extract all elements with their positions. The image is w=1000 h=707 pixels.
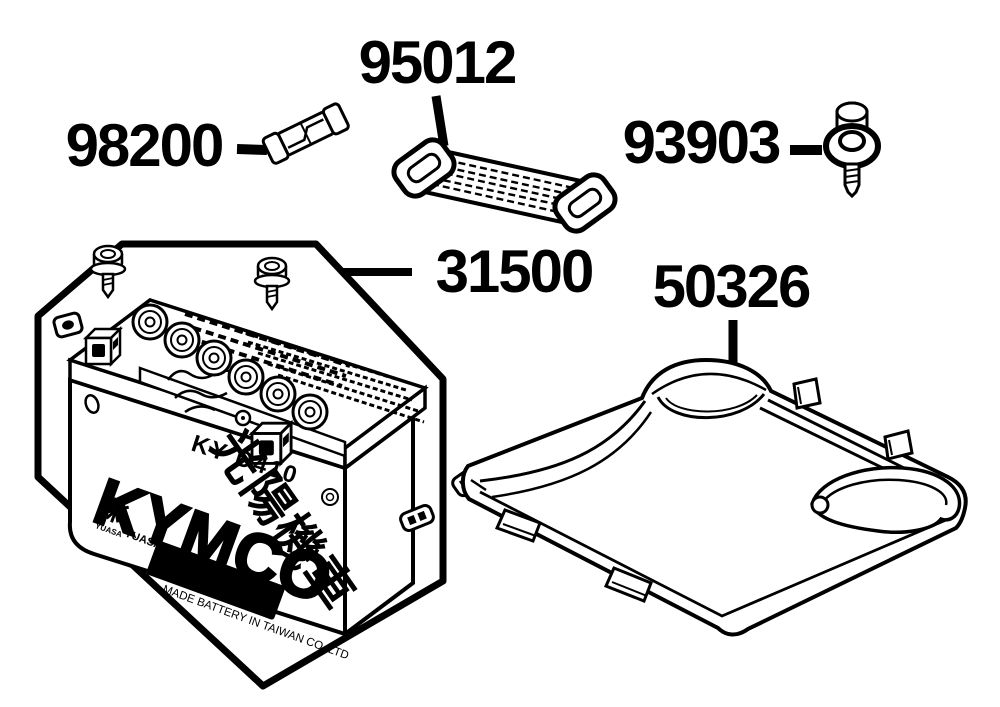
square-nut <box>52 311 84 339</box>
screw-shaft <box>843 162 861 199</box>
cover-drawing <box>460 357 968 637</box>
cover-rim-line <box>479 490 947 618</box>
mount-screw-left <box>89 244 127 300</box>
leader-95012 <box>431 95 449 147</box>
leader-98200 <box>236 144 268 155</box>
part-label-95012: 95012 <box>359 29 516 96</box>
cover-crescent <box>810 465 962 535</box>
band-loop-left <box>391 137 457 199</box>
lid-print-paragraph <box>237 329 425 424</box>
battery-frame <box>34 240 447 690</box>
terminal-left <box>82 325 124 368</box>
cover-curve-1 <box>479 400 647 483</box>
notch-tongue <box>656 393 766 420</box>
cover-curve-2 <box>491 411 653 499</box>
clip-inner <box>399 503 435 533</box>
recycle-mark <box>321 488 339 506</box>
cover-tabs <box>494 377 914 603</box>
notch-inner-arc <box>651 372 767 396</box>
part-label-93903: 93903 <box>623 109 780 176</box>
band-drawing <box>391 137 618 234</box>
part-label-50326: 50326 <box>653 253 810 320</box>
battery-drawing: 光陽機車 KY D410 KYMCO 7M4L-BS YUASA MADE BA… <box>66 298 429 662</box>
fuse-drawing <box>261 102 350 165</box>
side-slot <box>84 394 100 414</box>
part-label-31500: 31500 <box>436 238 593 305</box>
part-label-98200: 98200 <box>66 112 223 179</box>
mount-screw-right <box>253 256 291 312</box>
terminal-right <box>248 419 295 467</box>
band-ribs <box>431 156 579 217</box>
screw-drawing <box>823 101 881 199</box>
band-loop-right <box>552 172 618 234</box>
cell-caps <box>131 303 329 431</box>
